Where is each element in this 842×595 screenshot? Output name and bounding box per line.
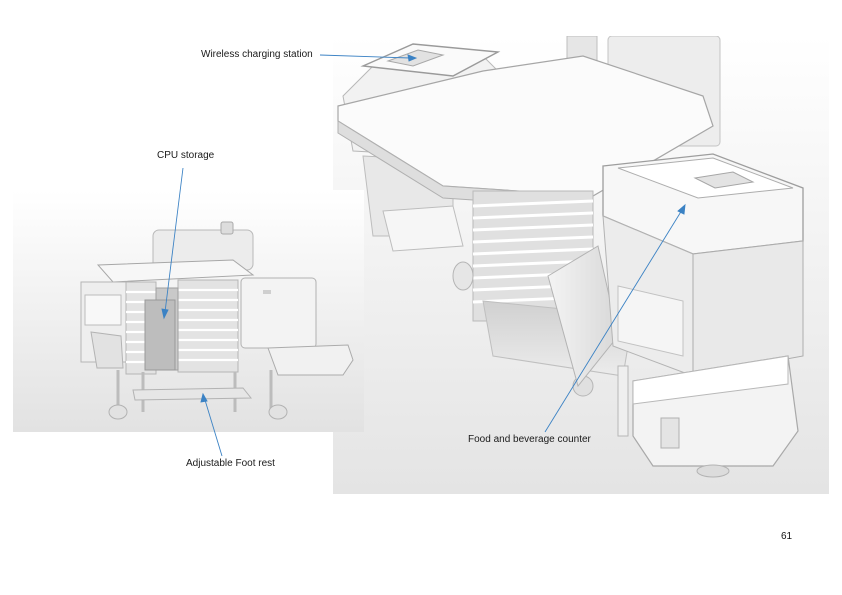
workstation-front-render [13,190,364,432]
label-food-beverage-counter: Food and beverage counter [468,434,591,445]
workstation-perspective-render [333,36,829,494]
page-number: 61 [781,531,793,542]
label-wireless-charging-station: Wireless charging station [201,49,313,60]
label-cpu-storage: CPU storage [157,150,215,161]
label-adjustable-foot-rest: Adjustable Foot rest [186,458,275,469]
